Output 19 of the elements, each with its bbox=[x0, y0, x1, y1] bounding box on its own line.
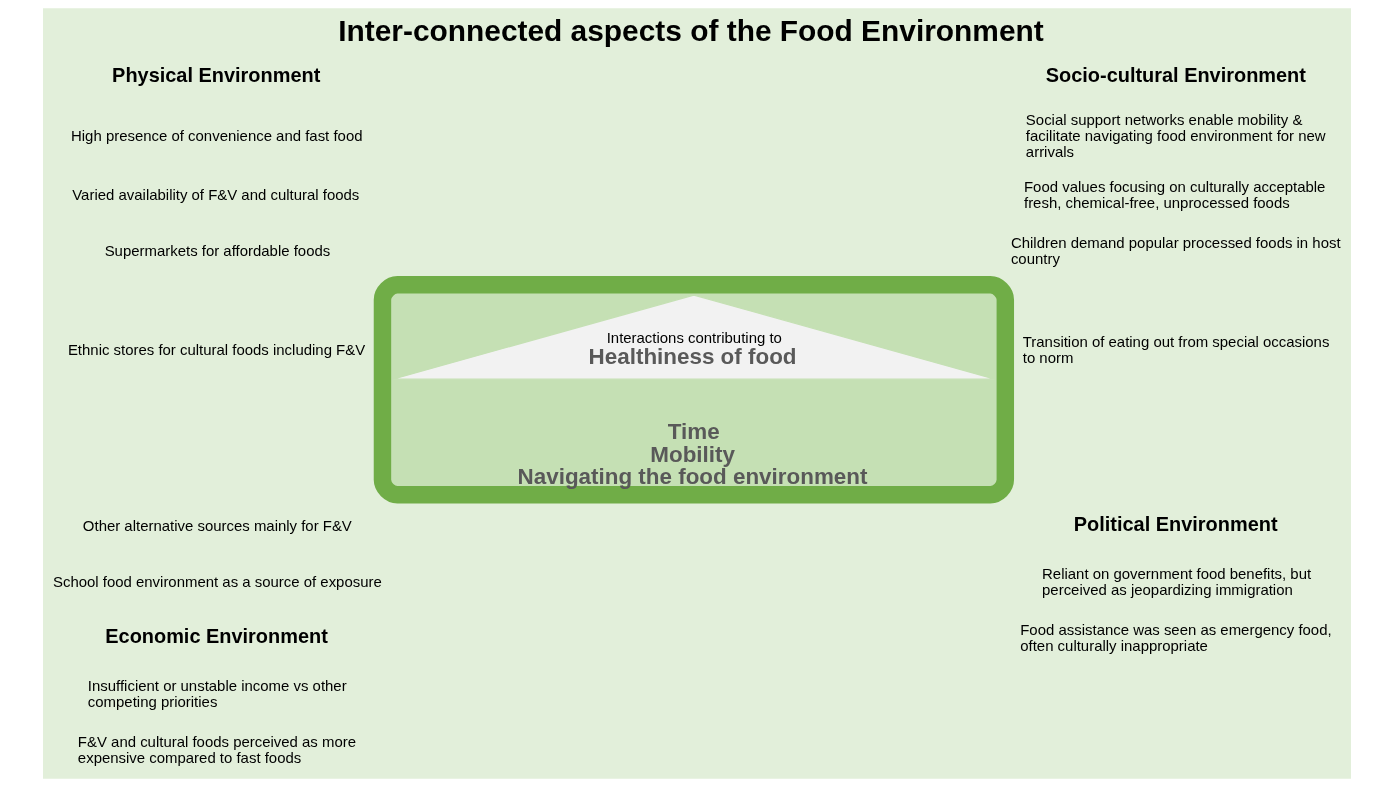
label: High presence of convenience and fast food bbox=[71, 127, 363, 145]
label: Children demand popular processed foods in host country bbox=[1010, 234, 1341, 268]
label: Supermarkets for affordable foods bbox=[104, 242, 331, 260]
label: Varied availability of F&V and cultural foods bbox=[72, 186, 360, 204]
label: Food values focusing on culturally acceptable fresh, chemical-free, unprocessed foods bbox=[1024, 178, 1326, 212]
label: F&V and cultural foods perceived as more expensive compared to fast foods bbox=[77, 733, 357, 767]
label: Economic Environment bbox=[105, 624, 328, 647]
label: Political Environment bbox=[1073, 512, 1278, 535]
label: Other alternative sources mainly for F&V bbox=[82, 516, 352, 534]
label: Food assistance was seen as emergency food, often culturally inappropriate bbox=[1020, 620, 1332, 655]
label: Transition of eating out from special occasions to norm bbox=[1022, 332, 1330, 367]
label: School food environment as a source of exposure bbox=[52, 573, 382, 591]
label: Socio-cultural Environment bbox=[1045, 63, 1306, 86]
diagram-title: Inter-connected aspects of the Food Environment bbox=[338, 13, 1044, 47]
label: Ethnic stores for cultural foods including F&V bbox=[67, 341, 366, 359]
label: Reliant on government food benefits, but perceived as jeopardizing immigration bbox=[1042, 564, 1312, 599]
label: Physical Environment bbox=[112, 63, 321, 86]
label: Insufficient or unstable income vs other competing priorities bbox=[87, 677, 347, 711]
label: Social support networks enable mobility & facilitate navigating food environment for new arrivals bbox=[1025, 110, 1326, 161]
